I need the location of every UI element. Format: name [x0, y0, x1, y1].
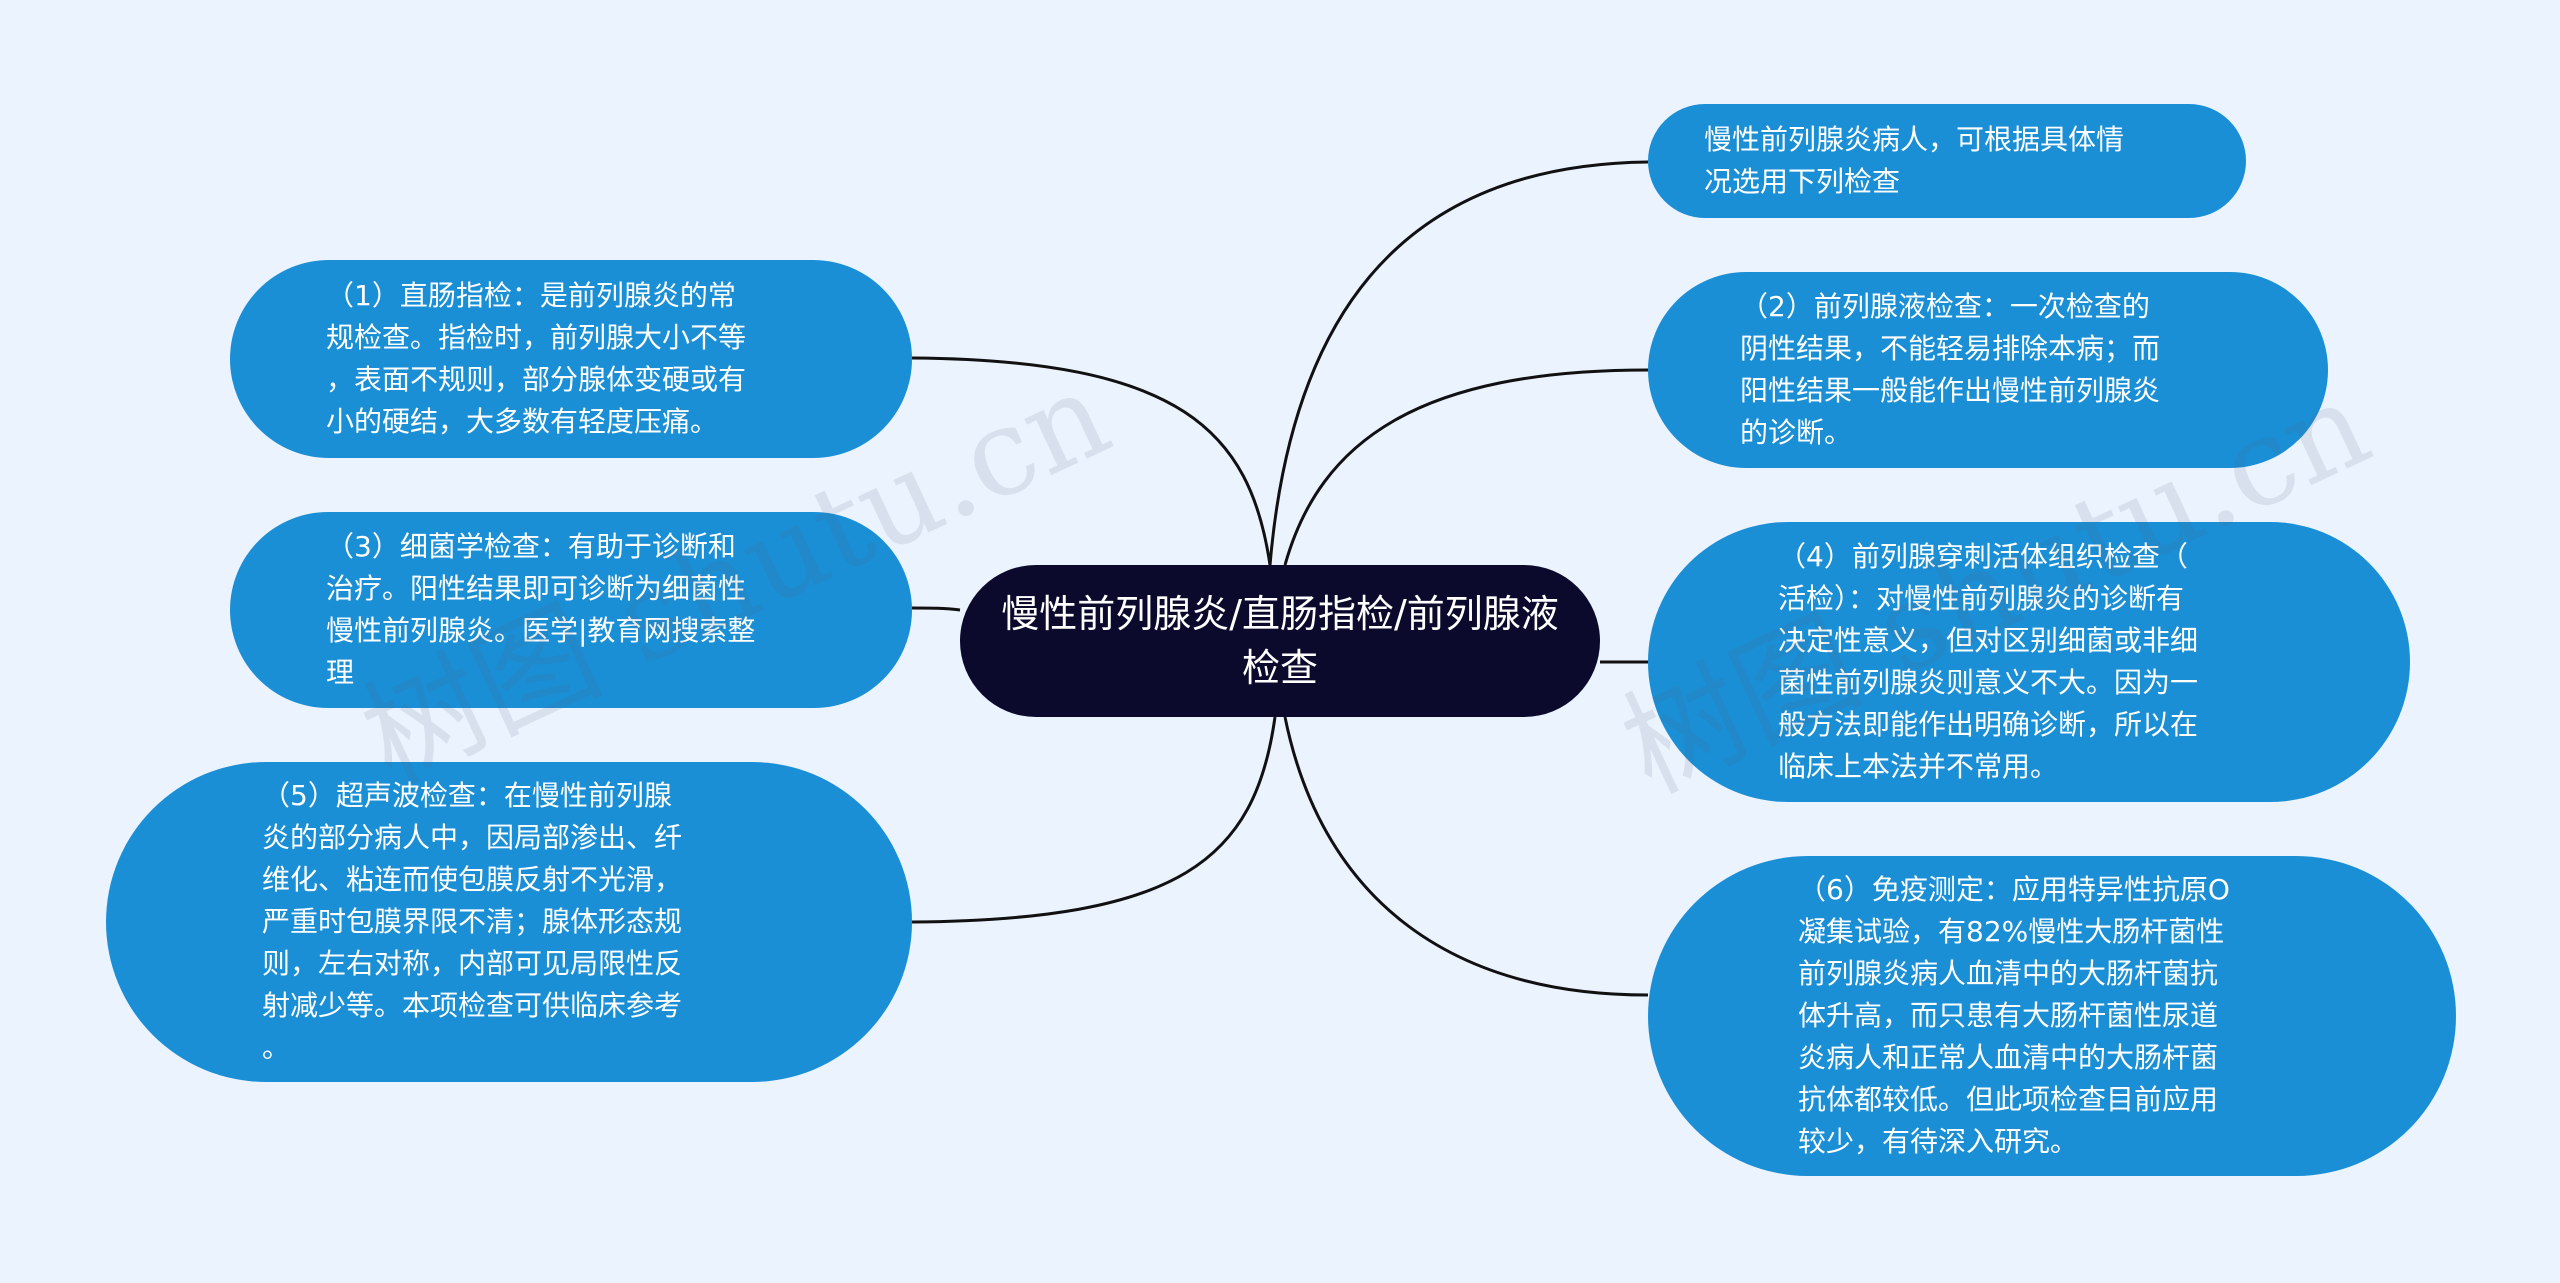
node-biopsy[interactable]: （4）前列腺穿刺活体组织检查（ 活检）：对慢性前列腺炎的诊断有 决定性意义，但对… — [1648, 522, 2410, 802]
link-n1 — [911, 356, 1272, 566]
node-bacteriology[interactable]: （3）细菌学检查：有助于诊断和 治疗。阳性结果即可诊断为细菌性 慢性前列腺炎。医… — [230, 512, 912, 708]
central-topic[interactable]: 慢性前列腺炎/直肠指检/前列腺液检查 — [960, 565, 1600, 717]
node-intro[interactable]: 慢性前列腺炎病人，可根据具体情 况选用下列检查 — [1648, 104, 2246, 218]
node-ultrasound[interactable]: （5）超声波检查：在慢性前列腺 炎的部分病人中，因局部渗出、纤 维化、粘连而使包… — [106, 762, 912, 1082]
node-immunoassay[interactable]: （6）免疫测定：应用特异性抗原O 凝集试验，有82%慢性大肠杆菌性 前列腺炎病人… — [1648, 856, 2456, 1176]
link-n2 — [1283, 368, 1649, 566]
link-n3 — [911, 606, 961, 612]
link-n6 — [1283, 716, 1649, 997]
link-intro — [1268, 160, 1649, 566]
link-n5 — [911, 716, 1277, 924]
node-prostatic-fluid[interactable]: （2）前列腺液检查：一次检查的 阴性结果，不能轻易排除本病；而 阳性结果一般能作… — [1648, 272, 2328, 468]
node-rectal-exam[interactable]: （1）直肠指检：是前列腺炎的常 规检查。指检时，前列腺大小不等 ，表面不规则，部… — [230, 260, 912, 458]
central-topic-label: 慢性前列腺炎/直肠指检/前列腺液检查 — [1001, 592, 1559, 690]
